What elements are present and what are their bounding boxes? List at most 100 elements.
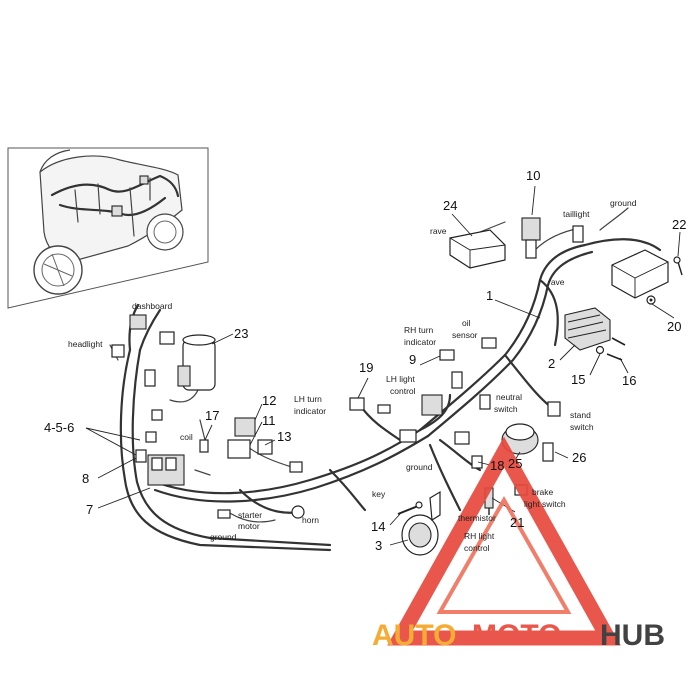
callout-23: 23 bbox=[234, 326, 248, 341]
callout-22: 22 bbox=[672, 217, 686, 232]
label-horn: horn bbox=[302, 515, 319, 525]
label-oil-1: oil bbox=[462, 318, 471, 328]
rave-unit-right bbox=[611, 249, 669, 299]
junction-box bbox=[421, 394, 443, 416]
label-rh-turn-2: indicator bbox=[404, 337, 436, 347]
callout-11: 11 bbox=[262, 413, 276, 428]
callout-18: 18 bbox=[490, 458, 504, 473]
stand-switch-connector bbox=[547, 401, 561, 417]
screw-14 bbox=[397, 501, 423, 515]
fuse-box bbox=[147, 454, 185, 486]
bolt-15 bbox=[595, 345, 605, 355]
horn-connector bbox=[291, 505, 305, 519]
starter-relay-25 bbox=[501, 423, 539, 455]
label-lh-turn-2: indicator bbox=[294, 406, 326, 416]
callout-25: 25 bbox=[508, 456, 522, 471]
callout-21: 21 bbox=[510, 515, 524, 530]
callout-16: 16 bbox=[622, 373, 636, 388]
coil-connector bbox=[199, 439, 209, 453]
label-taillight: taillight bbox=[563, 209, 590, 219]
label-coil: coil bbox=[180, 432, 193, 442]
logo-text-moto: MOTO bbox=[472, 619, 561, 652]
lh-light-connector-2 bbox=[377, 404, 391, 414]
rave-control-unit bbox=[449, 229, 506, 269]
rh-turn-connector bbox=[439, 349, 455, 361]
callout-14: 14 bbox=[371, 519, 385, 534]
callout-2: 2 bbox=[548, 356, 555, 371]
label-rave-left: rave bbox=[430, 226, 447, 236]
junction-connector-2 bbox=[454, 431, 470, 445]
key-sensor bbox=[451, 371, 463, 389]
label-brake-2: light switch bbox=[524, 499, 566, 509]
screw-22 bbox=[673, 256, 683, 276]
dashboard-connector bbox=[129, 314, 147, 330]
starter-connector bbox=[217, 509, 231, 519]
label-thermistor: thermistor bbox=[458, 513, 496, 523]
label-headlight: headlight bbox=[68, 339, 103, 349]
label-dashboard: dashboard bbox=[132, 301, 172, 311]
label-ground-top: ground bbox=[610, 198, 637, 208]
label-stand-1: stand bbox=[570, 410, 591, 420]
watermark-logo: AUTO MOTO HUB bbox=[372, 436, 665, 652]
relay-11 bbox=[227, 439, 251, 459]
ignition-coil bbox=[177, 334, 216, 391]
callout-12: 12 bbox=[262, 393, 276, 408]
lh-light-connector bbox=[349, 397, 365, 411]
label-rh-light-2: control bbox=[464, 543, 490, 553]
label-lh-turn-1: LH turn bbox=[294, 394, 322, 404]
label-ground-left: ground bbox=[210, 532, 237, 542]
bolt-16 bbox=[606, 337, 626, 361]
lh-turn-connector bbox=[289, 461, 303, 473]
junction-connector bbox=[399, 429, 417, 443]
label-lh-light-2: control bbox=[390, 386, 416, 396]
label-key: key bbox=[372, 489, 386, 499]
callout-19: 19 bbox=[359, 360, 373, 375]
taillight-connector bbox=[572, 225, 584, 243]
label-rh-light-1: RH light bbox=[464, 531, 495, 541]
headlight-connector bbox=[111, 344, 125, 358]
washer-20 bbox=[646, 295, 656, 305]
relay-12 bbox=[234, 417, 256, 437]
logo-text-hub: HUB bbox=[600, 619, 665, 652]
label-stand-2: switch bbox=[570, 422, 594, 432]
callout-13: 13 bbox=[277, 429, 291, 444]
relay-8 bbox=[135, 449, 147, 463]
components bbox=[111, 217, 683, 556]
callout-8: 8 bbox=[82, 471, 89, 486]
oil-sensor-connector bbox=[481, 337, 497, 349]
callout-17: 17 bbox=[205, 408, 219, 423]
callout-24: 24 bbox=[443, 198, 457, 213]
dashboard-connector-2 bbox=[159, 331, 175, 345]
leader-lines bbox=[85, 185, 681, 546]
label-starter-2: motor bbox=[238, 521, 260, 531]
label-ground-mid: ground bbox=[406, 462, 433, 472]
regulator bbox=[564, 307, 611, 351]
logo-text-auto: AUTO bbox=[372, 619, 456, 652]
horn-3 bbox=[401, 490, 441, 556]
label-rave-right: rave bbox=[548, 277, 565, 287]
label-lh-light-1: LH light bbox=[386, 374, 415, 384]
diode-26 bbox=[542, 442, 554, 462]
label-neutral-1: neutral bbox=[496, 392, 522, 402]
callout-20: 20 bbox=[667, 319, 681, 334]
motorcycle-inset bbox=[7, 147, 209, 309]
callout-7: 7 bbox=[86, 502, 93, 517]
text-labels: dashboard headlight coil LH turn indicat… bbox=[68, 198, 637, 553]
label-starter-1: starter bbox=[238, 510, 262, 520]
neutral-connector bbox=[479, 394, 491, 410]
callout-3: 3 bbox=[375, 538, 382, 553]
callout-4-5-6: 4-5-6 bbox=[44, 420, 74, 435]
motorcycle-icon bbox=[33, 149, 184, 295]
connector-18 bbox=[471, 455, 483, 469]
fuse-holder bbox=[151, 409, 163, 421]
label-oil-2: sensor bbox=[452, 330, 478, 340]
label-rh-turn-1: RH turn bbox=[404, 325, 434, 335]
relay-top bbox=[521, 217, 541, 259]
callout-1: 1 bbox=[486, 288, 493, 303]
callout-26: 26 bbox=[572, 450, 586, 465]
main-harness bbox=[109, 207, 662, 552]
callout-10: 10 bbox=[526, 168, 540, 183]
label-brake-1: brake bbox=[532, 487, 554, 497]
fuse-4-5-6 bbox=[145, 431, 157, 443]
